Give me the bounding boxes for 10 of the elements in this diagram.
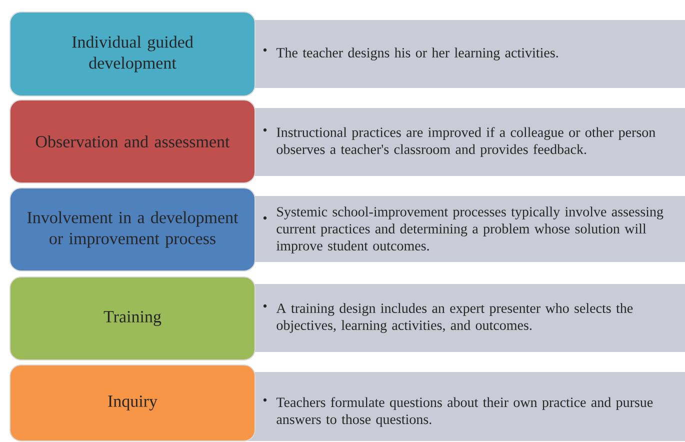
category-box: Involvement in a development or improvement process [10, 188, 256, 272]
description-panel: Teachers formulate questions about their own practice and pursue answers to those questions. [240, 372, 685, 441]
category-box: Training [10, 276, 256, 360]
description-panel: A training design includes an expert presenter who selects the objectives, learning activities, and outcomes. [240, 284, 685, 352]
category-box: Individual guided development [10, 12, 256, 96]
description-panel: Systemic school-improvement processes typically involve assessing current practices and determining a problem whose solution will improve student outcomes. [240, 196, 685, 262]
category-box: Observation and assessment [10, 100, 256, 184]
description-panel: The teacher designs his or her learning activities. [240, 20, 685, 88]
description-panel: Instructional practices are improved if a colleague or other person observes a teacher's classroom and provides feedback. [240, 108, 685, 176]
category-box: Inquiry [10, 364, 256, 442]
